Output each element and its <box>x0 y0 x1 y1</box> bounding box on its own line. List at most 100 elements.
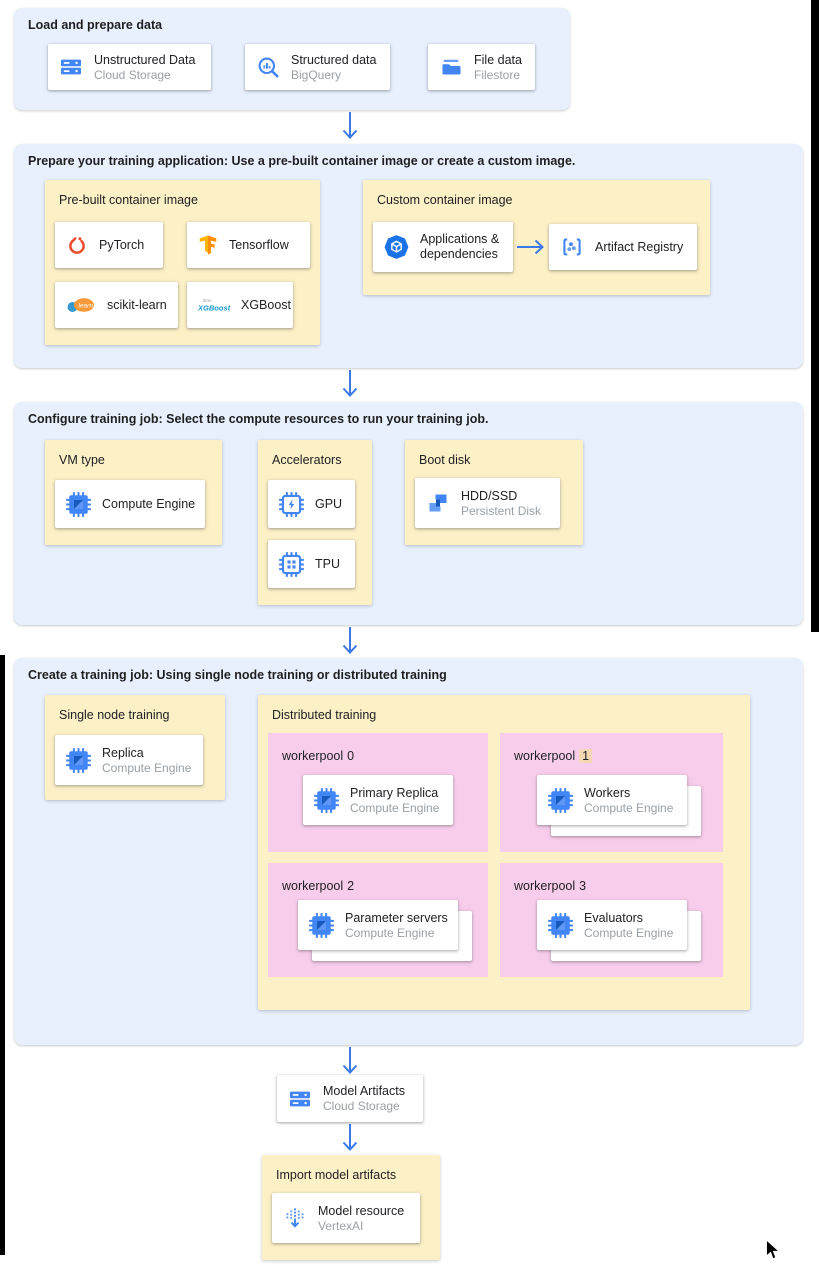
svg-text:learn: learn <box>79 303 94 310</box>
group-accelerators: Accelerators GPU TPU <box>258 440 372 605</box>
card-title: Artifact Registry <box>595 240 684 254</box>
flow-arrow-down <box>339 626 361 661</box>
card-subtitle: Compute Engine <box>102 760 192 775</box>
card-title: TPU <box>315 557 340 571</box>
section-configure-training-job: Configure training job: Select the compu… <box>14 402 803 625</box>
svg-text:dmlc: dmlc <box>203 298 213 303</box>
applications-icon <box>383 234 410 260</box>
card-title: Tensorflow <box>229 238 289 252</box>
section-title: Configure training job: Select the compu… <box>28 412 489 426</box>
group-title: Single node training <box>59 708 170 722</box>
group-title: VM type <box>59 453 105 467</box>
scikit-learn-icon: learn <box>65 295 97 315</box>
flow-arrow-down <box>339 1123 361 1158</box>
card-subtitle: Persistent Disk <box>461 503 542 518</box>
section-prepare-training-application: Prepare your training application: Use a… <box>14 144 803 368</box>
mouse-cursor <box>765 1238 782 1267</box>
group-title: Accelerators <box>272 453 342 467</box>
card-title: Parameter servers <box>345 910 448 925</box>
card-title: scikit-learn <box>107 298 167 312</box>
tpu-icon <box>278 551 305 578</box>
cloud-storage-icon <box>287 1087 313 1111</box>
card-title: PyTorch <box>99 238 145 252</box>
highlighted-number: 1 <box>579 749 593 763</box>
card-title: Primary Replica <box>350 785 439 800</box>
card-title: GPU <box>315 497 343 511</box>
card-subtitle: BigQuery <box>291 67 342 82</box>
compute-engine-icon <box>547 787 574 814</box>
card-title: HDD/SSD <box>461 488 518 503</box>
card-tensorflow: Tensorflow <box>187 222 310 268</box>
card-subtitle: Compute Engine <box>350 800 440 815</box>
artifact-registry-icon <box>559 235 585 259</box>
flow-arrow-down <box>339 1046 361 1081</box>
section-title: Create a training job: Using single node… <box>28 668 447 682</box>
group-title: Custom container image <box>377 193 513 207</box>
card-title: Structured data <box>291 52 377 67</box>
compute-engine-icon <box>308 912 335 939</box>
compute-engine-icon <box>547 912 574 939</box>
card-subtitle: Filestore <box>474 67 521 82</box>
card-subtitle: Cloud Storage <box>323 1099 400 1113</box>
card-title: Replica <box>102 745 144 760</box>
card-artifact-registry: Artifact Registry <box>549 224 697 270</box>
flow-arrow-down <box>339 111 361 146</box>
card-subtitle: Compute Engine <box>584 800 674 815</box>
gpu-icon <box>278 491 305 518</box>
card-title: Applications & dependencies <box>420 232 500 261</box>
flow-arrow-right <box>516 237 546 262</box>
group-custom-container-image: Custom container image Applications & de… <box>363 180 710 295</box>
filestore-icon <box>438 55 464 79</box>
cloud-storage-icon <box>58 55 84 79</box>
card-gpu: GPU <box>268 480 355 528</box>
card-subtitle: Cloud Storage <box>94 67 171 82</box>
card-title: Model Artifacts <box>323 1084 405 1098</box>
persistent-disk-icon <box>425 491 451 515</box>
svg-text:XGBoost: XGBoost <box>197 304 231 313</box>
section-title: Load and prepare data <box>28 18 163 32</box>
group-prebuilt-container-image: Pre-built container image PyTorch Tensor… <box>45 180 320 345</box>
card-title: File data <box>474 52 522 67</box>
card-scikit-learn: learn scikit-learn <box>55 282 178 328</box>
group-title: Pre-built container image <box>59 193 198 207</box>
group-vm-type: VM type Compute Engine <box>45 440 222 545</box>
card-title: Unstructured Data <box>94 52 196 67</box>
compute-engine-icon <box>65 491 92 518</box>
card-tpu: TPU <box>268 540 355 588</box>
section-title: Prepare your training application: Use a… <box>28 154 576 168</box>
card-pytorch: PyTorch <box>55 222 163 268</box>
compute-engine-icon <box>65 747 92 774</box>
bigquery-icon <box>255 55 281 79</box>
flow-arrow-down <box>339 369 361 404</box>
card-title: Model resource <box>318 1203 405 1218</box>
pytorch-icon <box>65 233 89 257</box>
card-compute-engine: Compute Engine <box>55 480 205 528</box>
card-title: XGBoost <box>241 298 292 312</box>
card-title: Workers <box>584 785 631 800</box>
